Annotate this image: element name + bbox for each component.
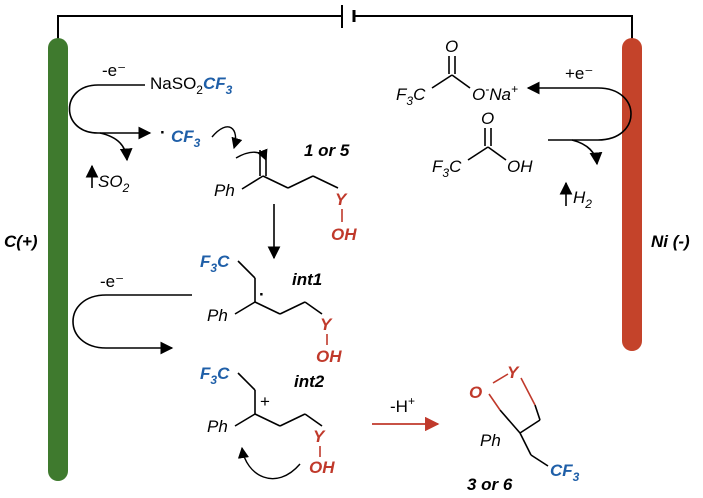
h2-gas: H2 (573, 188, 592, 211)
int1-ph: Ph (207, 306, 228, 325)
int2-oh: OH (309, 458, 335, 477)
substrate-structure (241, 150, 339, 190)
product-label: 3 or 6 (467, 475, 513, 493)
electron-loss-2: -e⁻ (100, 272, 124, 291)
int1-structure (234, 260, 323, 315)
int2-label: int2 (294, 372, 325, 391)
acid-carbonyl-o: O (481, 109, 494, 128)
cf3-radical: CF3 (171, 127, 201, 150)
int2-f3c: F3C (200, 364, 230, 387)
anode-label: C(+) (4, 232, 38, 251)
int2-cation-plus: + (260, 392, 270, 411)
acid-bonds (467, 128, 507, 161)
product-ring-y: Y (507, 363, 520, 382)
salt-f3c: F3C (396, 85, 426, 108)
salt-carbonyl-o: O (445, 37, 458, 56)
product-ph: Ph (480, 431, 501, 450)
circuit-wire (57, 5, 633, 45)
substrate-label: 1 or 5 (304, 141, 350, 160)
int2-ph: Ph (207, 417, 228, 436)
int1-radical-dot: · (259, 285, 265, 304)
cyclization-arrow (237, 446, 301, 480)
radical-addition-arrows (211, 126, 268, 162)
acid-oh: OH (507, 157, 533, 176)
product-cf3: CF3 (550, 461, 580, 484)
acid-f3c: F3C (432, 157, 462, 180)
anode-oxidation-cycle-1 (68, 84, 152, 188)
electron-gain: +e⁻ (565, 64, 593, 83)
salt-bonds (431, 56, 471, 89)
so2-byproduct: SO2 (98, 172, 130, 195)
int2-y: Y (313, 427, 326, 446)
substrate-y: Y (335, 190, 348, 209)
substrate-oh: OH (331, 225, 357, 244)
product-ring (499, 404, 549, 467)
anode-electrode (48, 38, 68, 481)
reagent-sodium-triflinate: NaSO2CF3 (150, 74, 233, 97)
int2-structure (234, 372, 323, 427)
int1-label: int1 (292, 270, 322, 289)
radical-dot: · (160, 123, 166, 142)
cathode-label: Ni (-) (651, 232, 690, 251)
int1-y: Y (320, 315, 333, 334)
anode-oxidation-cycle-2 (72, 294, 192, 355)
cathode-reduction-cycle (526, 81, 632, 206)
int1-oh: OH (316, 347, 342, 366)
cathode-electrode (622, 38, 642, 351)
product-ring-heteroatom-bonds (488, 373, 536, 411)
substrate-ph: Ph (214, 181, 235, 200)
electron-loss-1: -e⁻ (102, 61, 126, 80)
int1-f3c: F3C (200, 252, 230, 275)
product-ring-o: O (469, 383, 482, 402)
deprotonation-label: -H+ (390, 394, 415, 416)
salt-carboxylate: O-Na+ (472, 82, 518, 104)
